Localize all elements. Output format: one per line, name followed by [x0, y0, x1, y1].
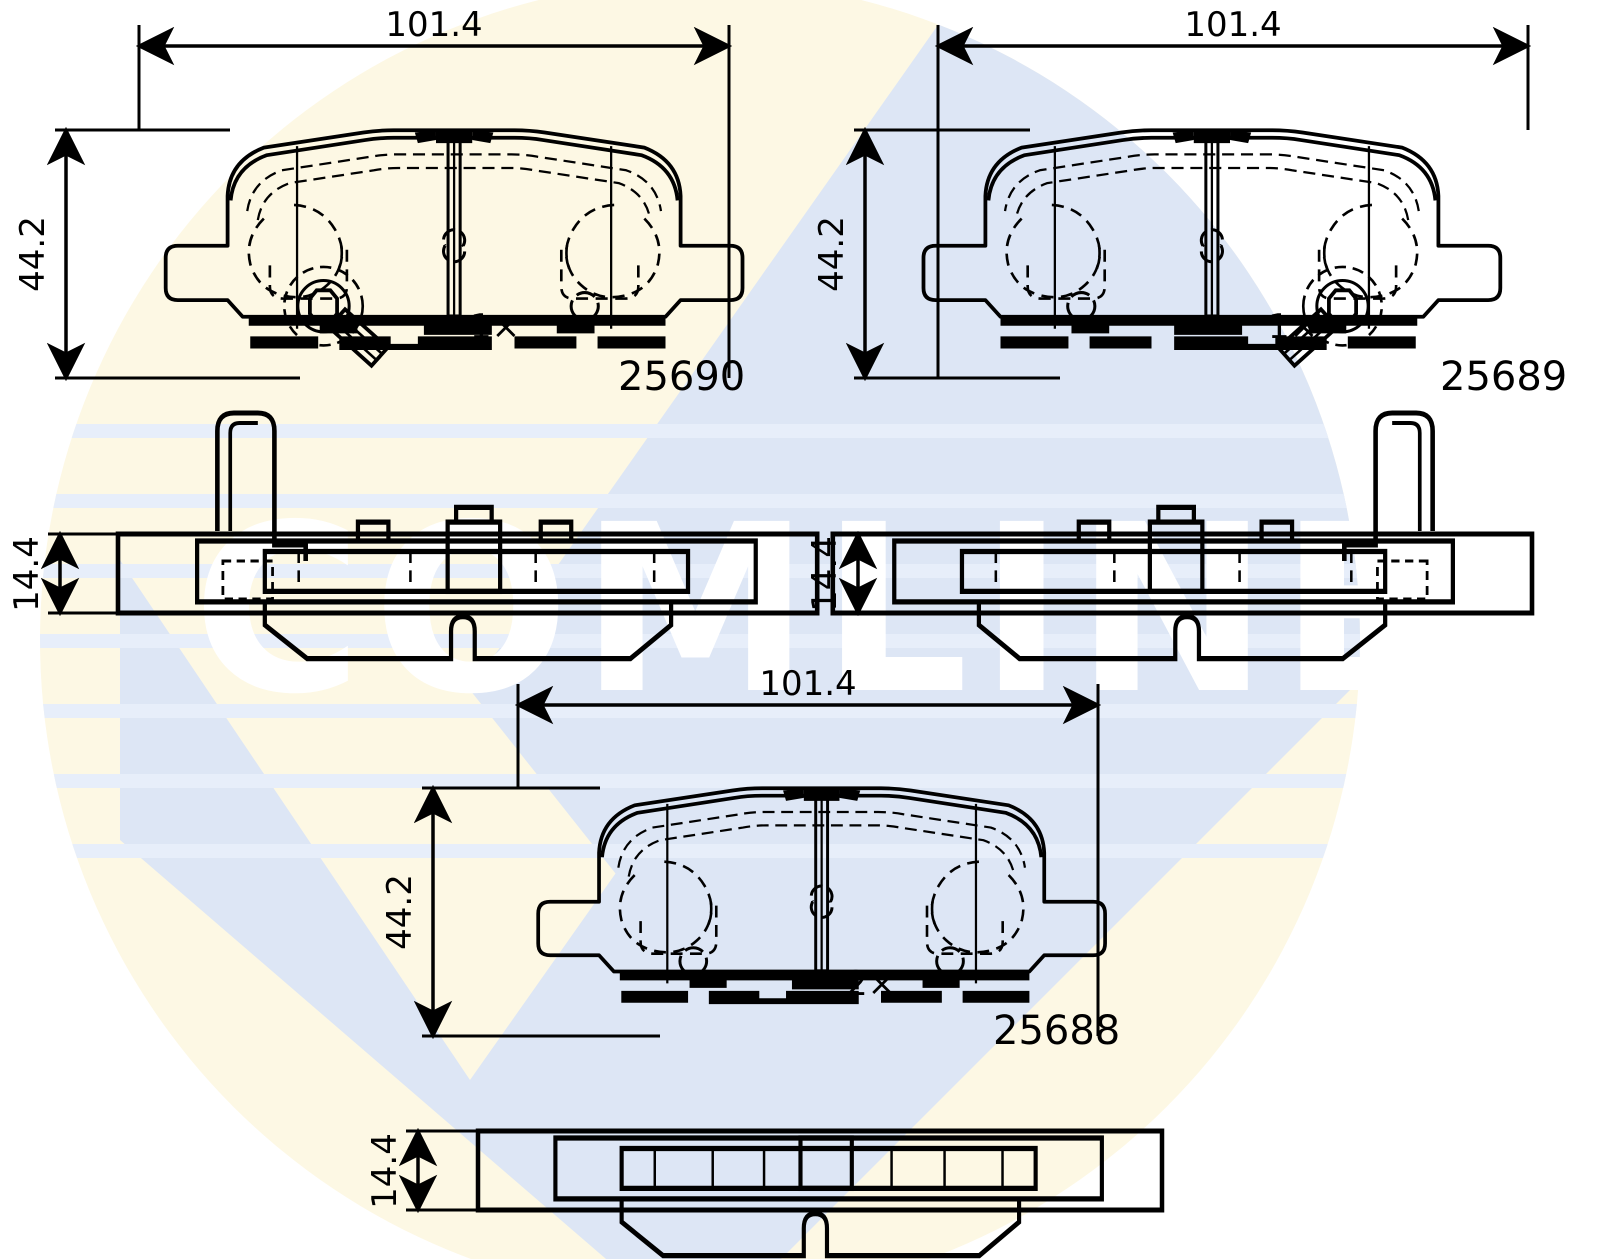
side-view-25689: 14.4: [805, 413, 1535, 659]
side-view-25690: 14.4: [7, 413, 820, 659]
height-dimension-label: 44.2: [812, 216, 852, 292]
thickness-dimension-label: 14.4: [365, 1133, 405, 1209]
height-dimension-25688: 44.2: [380, 784, 660, 1040]
height-dimension-25689: 44.2: [812, 126, 1060, 382]
pad-view-25689: 101.4 44.2 25689 1×: [812, 5, 1567, 400]
shim-count-25688: 2×: [846, 964, 896, 1004]
thickness-dimension-left: 14.4: [7, 530, 150, 617]
pad-view-25690: 101.4 44.2 25690 1×: [13, 5, 745, 400]
side-view-25688: 14.4: [365, 1127, 1165, 1259]
pad-view-25688: 101.4 44.2 25688 2×: [380, 664, 1120, 1054]
width-dimension-label: 101.4: [1184, 5, 1281, 45]
part-number-25689: 25689: [1440, 354, 1567, 400]
width-dimension-label: 101.4: [759, 664, 856, 704]
thickness-dimension-label: 14.4: [7, 536, 47, 612]
part-number-25690: 25690: [618, 354, 745, 400]
width-dimension-label: 101.4: [385, 5, 482, 45]
height-dimension-label: 44.2: [380, 874, 420, 950]
height-dimension-25690: 44.2: [13, 126, 300, 382]
width-dimension-25690: 101.4: [135, 5, 733, 378]
part-number-25688: 25688: [993, 1008, 1120, 1054]
shim-count-25690: 1×: [470, 307, 520, 347]
watermark-swoosh: [120, 0, 1360, 1259]
height-dimension-label: 44.2: [13, 216, 53, 292]
shim-count-25689: 1×: [1268, 307, 1318, 347]
width-dimension-25688: 101.4: [514, 664, 1102, 1036]
thickness-dimension-label: 14.4: [805, 536, 845, 612]
width-dimension-25689: 101.4: [934, 5, 1532, 378]
